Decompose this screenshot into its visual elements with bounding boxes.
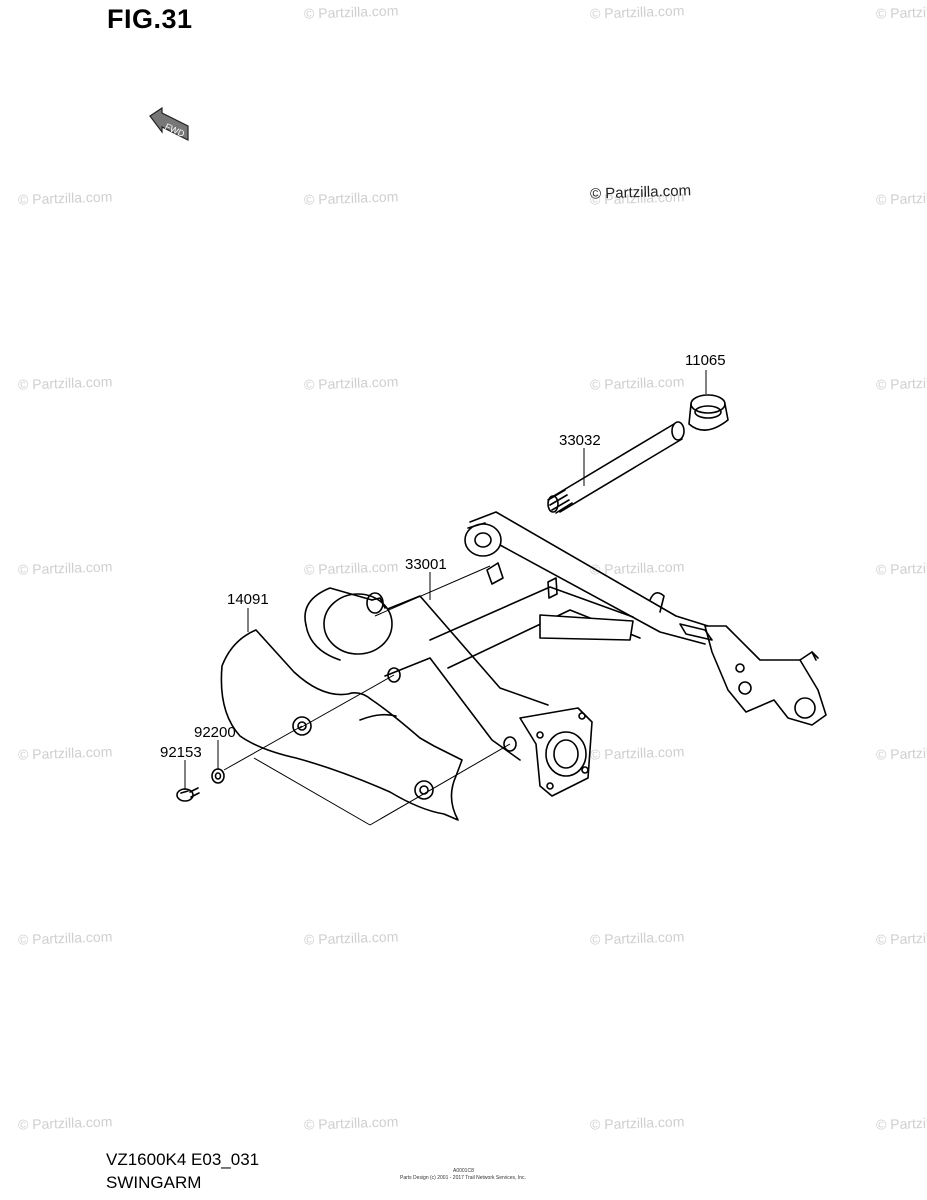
figure-title: FIG.31 xyxy=(107,4,193,34)
section-name: SWINGARM xyxy=(106,1173,202,1192)
swingarm-33001-drawing xyxy=(304,511,827,797)
part-label-14091: 14091 xyxy=(227,591,269,608)
bushing-11065-drawing xyxy=(688,394,729,431)
washer-92200-drawing xyxy=(211,768,225,784)
part-label-11065: 11065 xyxy=(685,352,726,369)
cover-14091-drawing xyxy=(220,629,463,821)
part-label-33032: 33032 xyxy=(559,432,601,449)
pivot-shaft-33032-drawing xyxy=(547,421,685,514)
model-code: VZ1600K4 E03_031 xyxy=(106,1150,260,1169)
part-label-92200: 92200 xyxy=(194,724,236,741)
footer-copyright: Parts Design (c) 2001 - 2017 Trail Netwo… xyxy=(400,1175,526,1181)
bolt-92153-drawing xyxy=(176,787,200,802)
part-label-33001: 33001 xyxy=(405,556,447,573)
forward-arrow-icon: FWD xyxy=(149,106,189,141)
part-label-92153: 92153 xyxy=(160,744,202,761)
footer-id: A0001C8 xyxy=(453,1168,474,1174)
